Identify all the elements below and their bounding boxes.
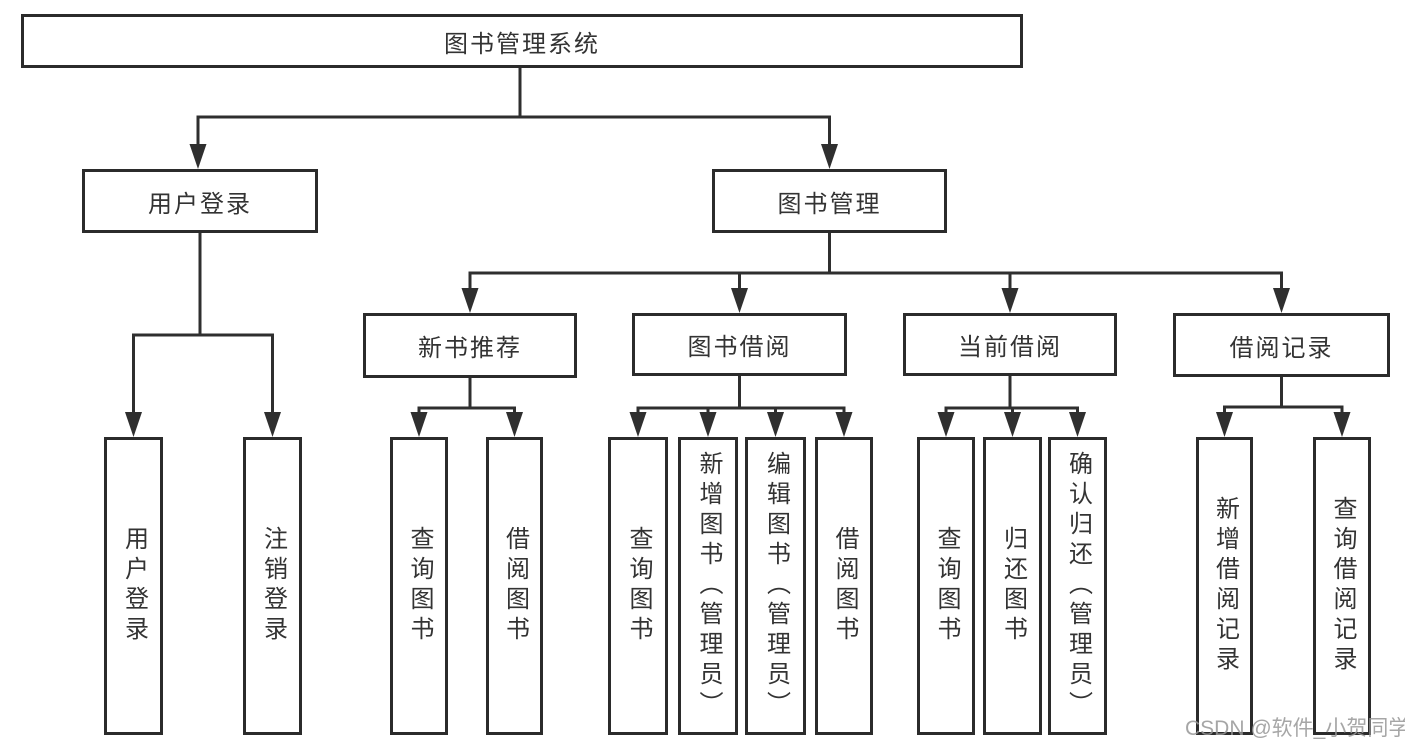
leaf-borrow-add-books-admin: 新增图书（管理员） bbox=[678, 437, 738, 735]
node-borrow-records: 借阅记录 bbox=[1173, 313, 1390, 377]
leaf-recommend-borrow-books: 借阅图书 bbox=[486, 437, 543, 735]
leaf-user-login: 用户登录 bbox=[104, 437, 163, 735]
leaf-recommend-query-books: 查询图书 bbox=[390, 437, 448, 735]
leaf-current-query-books: 查询图书 bbox=[917, 437, 975, 735]
node-root-system: 图书管理系统 bbox=[21, 14, 1023, 68]
leaf-current-confirm-return-admin: 确认归还（管理员） bbox=[1048, 437, 1107, 735]
node-new-book-recommend: 新书推荐 bbox=[363, 313, 577, 378]
leaf-records-add-record: 新增借阅记录 bbox=[1196, 437, 1253, 735]
leaf-records-query-record: 查询借阅记录 bbox=[1313, 437, 1371, 735]
node-book-management: 图书管理 bbox=[712, 169, 947, 233]
leaf-logout: 注销登录 bbox=[243, 437, 302, 735]
node-book-borrow: 图书借阅 bbox=[632, 313, 847, 376]
node-user-login: 用户登录 bbox=[82, 169, 318, 233]
leaf-borrow-query-books: 查询图书 bbox=[608, 437, 668, 735]
leaf-borrow-borrow-books: 借阅图书 bbox=[815, 437, 873, 735]
leaf-current-return-books: 归还图书 bbox=[983, 437, 1042, 735]
leaf-borrow-edit-books-admin: 编辑图书（管理员） bbox=[745, 437, 806, 735]
node-current-borrow: 当前借阅 bbox=[903, 313, 1117, 376]
watermark: CSDN @软件_小贺同学 bbox=[1185, 717, 1405, 740]
